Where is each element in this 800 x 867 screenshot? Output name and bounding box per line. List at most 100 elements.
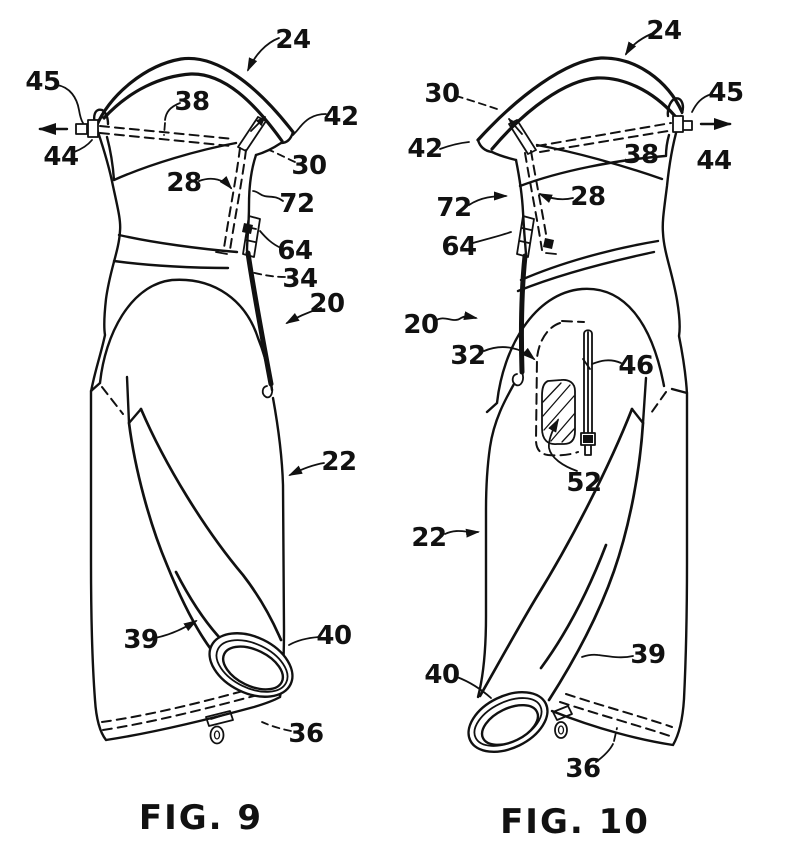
ref-label-45: 45: [708, 78, 743, 108]
fig9-garment: [38, 56, 295, 745]
fig9-cuff-band: [215, 639, 289, 693]
ref-label-42: 42: [407, 134, 442, 164]
ref-label-42: 42: [323, 102, 358, 132]
fig9-leader-36: [261, 721, 292, 732]
ref-label-39: 39: [123, 625, 158, 655]
fig10-leader-72: [468, 191, 508, 206]
fig10-garment: [467, 56, 732, 753]
fig10-pocket-zipper-slider: [580, 432, 596, 456]
fig9-leader-30: [268, 149, 296, 163]
ref-label-45: 45: [25, 67, 60, 97]
fig9-hem-zipper-pull: [205, 710, 234, 727]
ref-label-64: 64: [441, 232, 476, 262]
fig10-leader-39: [581, 653, 634, 659]
fig10-pocket-patch-52: [541, 378, 576, 445]
ref-label-32: 32: [450, 341, 485, 371]
ref-label-40: 40: [424, 660, 459, 690]
fig9-leader-42: [292, 113, 327, 136]
fig9-reference-labels: 45 24 38 42 44 30 28 72 64 34 20 22 39 4…: [25, 25, 359, 749]
fig9-cuff-opening: [221, 645, 285, 691]
fig10-leader-40: [456, 676, 492, 699]
ref-label-46: 46: [618, 351, 653, 381]
fig10-reference-labels: 30 24 45 42 38 44 72 28 64 20 32 46 52 2…: [403, 16, 744, 784]
fig9-armhole-seam: [89, 278, 274, 425]
fig9-dashed-details: [99, 125, 277, 731]
fig9-body-outline: [89, 127, 286, 742]
fig9-leader-lines: [56, 37, 327, 732]
fig10-patch-hatching: [542, 382, 576, 443]
fig9-seam-lines: [105, 135, 239, 270]
ref-label-40: 40: [316, 621, 351, 651]
fig9-cord-toggle: [75, 119, 99, 138]
fig10-leader-20: [434, 311, 478, 322]
fig10-cuff-opening: [480, 703, 540, 747]
fig9-zipper-slider: [242, 223, 253, 234]
fig10-pocket-outline: [535, 320, 585, 457]
fig9-cord-direction-arrow: [250, 116, 266, 132]
fig10-leader-52: [547, 418, 578, 472]
figure-10: 30 24 45 42 38 44 72 28 64 20 32 46 52 2…: [403, 16, 744, 842]
ref-label-24: 24: [646, 16, 681, 46]
fig10-cord-toggle: [672, 115, 693, 133]
fig9-sleeve: [127, 407, 283, 654]
ref-label-44: 44: [43, 142, 78, 172]
fig10-leader-22: [444, 528, 480, 538]
fig9-hood-outline: [94, 56, 295, 143]
fig10-hood-outline: [476, 56, 684, 151]
fig9-leader-34: [250, 271, 286, 278]
ref-label-52: 52: [566, 468, 601, 498]
ref-label-39: 39: [630, 640, 665, 670]
fig9-leader-40: [288, 636, 320, 646]
fig9-collar-folds: [93, 108, 295, 157]
ref-label-30: 30: [291, 151, 326, 181]
ref-label-20: 20: [403, 310, 438, 340]
ref-label-72: 72: [436, 193, 471, 223]
fig10-zipper-hook: [511, 371, 524, 387]
fig9-leader-72: [252, 190, 284, 202]
fig10-body-outline: [476, 114, 689, 747]
fig10-pocket-slider-body: [583, 435, 593, 443]
ref-label-64: 64: [277, 236, 312, 266]
fig10-leader-24: [624, 33, 652, 56]
ref-label-44: 44: [696, 146, 731, 176]
fig10-pull-loop-hole: [557, 725, 565, 735]
fig9-cord-guide-30: [237, 116, 267, 152]
ref-label-36: 36: [288, 719, 323, 749]
ref-label-28: 28: [166, 168, 201, 198]
fig10-leader-46: [582, 358, 622, 370]
fig10-seam-lines: [516, 133, 671, 293]
ref-label-72: 72: [279, 189, 314, 219]
fig9-leader-22: [288, 462, 325, 476]
fig10-pocket-zipper-46: [583, 329, 593, 434]
ref-label-38: 38: [174, 87, 209, 117]
fig9-front-zipper-edge: [245, 250, 274, 387]
fig10-leader-64: [472, 231, 512, 244]
fig9-leader-39: [154, 619, 198, 639]
fig10-sleeve: [478, 407, 645, 702]
fig9-leader-44: [73, 139, 93, 153]
fig9-leader-45: [56, 84, 84, 124]
fig9-pull-loop: [209, 725, 225, 745]
figure-9: 45 24 38 42 44 30 28 72 64 34 20 22 39 4…: [25, 25, 359, 838]
ref-label-20: 20: [309, 289, 344, 319]
fig9-leader-38: [164, 102, 181, 121]
fig10-leader-36-dash: [613, 727, 618, 742]
ref-label-22: 22: [321, 447, 356, 477]
ref-label-34: 34: [282, 264, 317, 294]
fig9-leader-64: [259, 230, 282, 249]
fig10-leader-28: [538, 193, 574, 203]
fig10-leader-lines: [434, 33, 713, 763]
fig10-hem-zipper-pull: [552, 705, 573, 721]
ref-label-28: 28: [570, 182, 605, 212]
fig10-pull-loop: [554, 721, 568, 739]
ref-label-24: 24: [275, 25, 310, 55]
fig10-tab-64: [516, 215, 557, 258]
fig9-leader-28: [198, 176, 233, 190]
fig10-collar-folds: [476, 97, 685, 162]
fig10-leader-36: [595, 743, 614, 763]
fig10-leader-30: [455, 95, 501, 111]
fig10-cord-guide-30: [508, 119, 537, 155]
fig10-zipper-slider: [543, 238, 554, 249]
